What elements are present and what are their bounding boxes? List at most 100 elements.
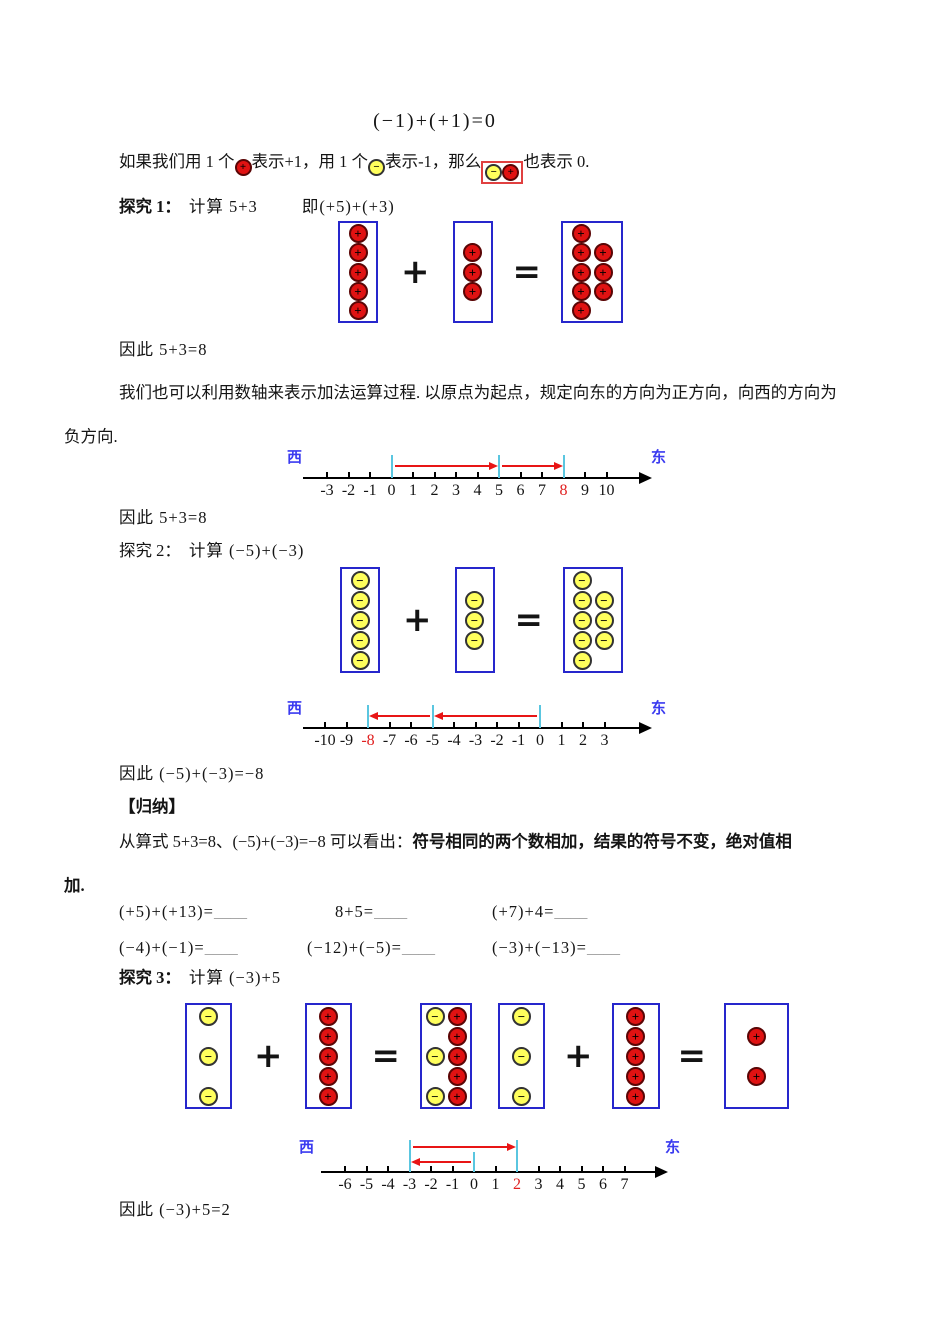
plus-counter-icon: + [571, 224, 591, 244]
axis-label: 3 [600, 732, 609, 749]
axis-label: -3 [402, 1176, 417, 1193]
counter-box: +++ [452, 221, 493, 323]
move-arrow [442, 715, 537, 717]
west-label: 西 [287, 449, 303, 466]
intro-text-3: 表示-1，那么 [385, 152, 482, 171]
axis-tick [451, 1166, 454, 1172]
west-label: 西 [287, 700, 303, 717]
answer-blank: ____ [374, 902, 408, 921]
axis-label: 2 [430, 482, 439, 499]
counter-row: + [307, 1026, 350, 1046]
counter-row: − [457, 630, 493, 650]
counter-row: − [187, 1006, 230, 1026]
operator-plus: + [401, 252, 430, 292]
plus-counter-icon: + [571, 300, 591, 320]
start-end-marker [473, 1152, 475, 1172]
plus-counter-icon: + [626, 1086, 645, 1106]
axis-tick [476, 472, 479, 478]
axis-tick [324, 722, 326, 728]
counter-box: −−− [498, 1003, 545, 1109]
counter-row: + [455, 262, 491, 282]
minus-counter-icon: − [425, 1046, 445, 1066]
axis-label: -9 [339, 732, 354, 749]
move-arrow [419, 1161, 471, 1163]
plus-counter-icon: + [318, 1006, 338, 1026]
counter-row: − [457, 590, 493, 610]
explore1-conclusion-repeat: 因此 5+3=8 [119, 508, 208, 527]
axis-label: -2 [424, 1176, 438, 1193]
counter-row: −+ [422, 1006, 470, 1026]
minus-counter-icon: − [199, 1046, 218, 1066]
spacer [199, 1067, 218, 1086]
counter-box: − − − [185, 1003, 232, 1109]
intro-text-1: 如果我们用 1 个 [119, 152, 235, 171]
minus-counter-icon: − [350, 590, 370, 610]
minus-counter-icon: − [425, 1006, 445, 1026]
spacer [512, 1067, 531, 1086]
move-arrowhead-icon [433, 712, 443, 720]
minus-counter-icon: − [368, 159, 386, 176]
minus-counter-icon: − [572, 630, 592, 650]
axis-label: -1 [363, 482, 377, 499]
practice-item: (−12)+(−5)=____ [307, 937, 435, 959]
counter-box: ++++++++ [561, 221, 623, 323]
spacer [426, 1027, 445, 1046]
practice-expr: (+7)+4= [492, 902, 555, 921]
axis-label: 2 [579, 732, 587, 749]
counter-row: + [455, 243, 491, 263]
minus-counter-icon: − [594, 590, 614, 610]
explore1-conclusion: 因此 5+3=8 [119, 340, 208, 359]
operator-plus: + [403, 600, 432, 640]
explore3-title: 探究 3： [119, 968, 181, 987]
plus-counter-icon: + [318, 1086, 338, 1106]
counter-row: − [187, 1086, 230, 1106]
intro-text-4: 也表示 0. [523, 152, 590, 171]
axis-tick [584, 472, 586, 478]
operator-plus: + [564, 1036, 593, 1076]
operator-equals: = [371, 1036, 401, 1076]
plus-counter-icon: + [747, 1026, 766, 1046]
west-label: 西 [299, 1139, 315, 1156]
move-arrowhead-icon [507, 1143, 516, 1151]
counter-box: +++++ [611, 1003, 660, 1109]
counter-row: + [614, 1026, 658, 1046]
minus-counter-icon: − [572, 570, 592, 590]
axis-tick [494, 1166, 497, 1172]
start-end-marker [390, 455, 393, 478]
axis-label: -4 [447, 732, 461, 749]
plus-counter-icon: + [447, 1066, 467, 1086]
axis-line [303, 477, 639, 479]
counter-row: − [565, 570, 621, 590]
counter-diagram-1: +++++++++=++++++++ [338, 221, 623, 323]
axis-label: 0 [470, 1176, 478, 1193]
start-end-marker [367, 705, 369, 728]
counter-row: + [563, 300, 621, 320]
diagram-gap [472, 1056, 498, 1057]
plus-counter-icon: + [234, 159, 252, 176]
counter-row [500, 1066, 543, 1086]
minus-counter-icon: − [465, 590, 484, 610]
counter-row: + [307, 1006, 350, 1026]
axis-tick [387, 1166, 389, 1172]
axis-label: -1 [511, 732, 526, 749]
intro-line: 如果我们用 1 个+表示+1，用 1 个−表示-1，那么−+也表示 0. [119, 151, 589, 184]
minus-counter-icon: − [425, 1086, 445, 1106]
axis-label: 6 [516, 482, 525, 499]
practice-item: (+7)+4=____ [492, 901, 587, 923]
minus-counter-icon: − [512, 1046, 531, 1066]
axis-arrowhead-icon [639, 472, 652, 484]
axis-tick [455, 472, 457, 478]
counter-row: + [422, 1066, 470, 1086]
counter-row: + [614, 1046, 658, 1066]
counter-row: + [726, 1066, 787, 1086]
axis-tick [605, 472, 608, 478]
minus-counter-icon: − [594, 610, 614, 630]
paragraph-line-1: 我们也可以利用数轴来表示加法运算过程. 以原点为起点，规定向东的方向为正方向，向… [119, 383, 837, 402]
plus-counter-icon: + [571, 281, 591, 301]
summary-rule-cont: 加. [64, 876, 85, 895]
counter-row: −− [565, 590, 621, 610]
minus-counter-icon: − [512, 1086, 531, 1106]
practice-expr: (+5)+(+13)= [119, 902, 214, 921]
